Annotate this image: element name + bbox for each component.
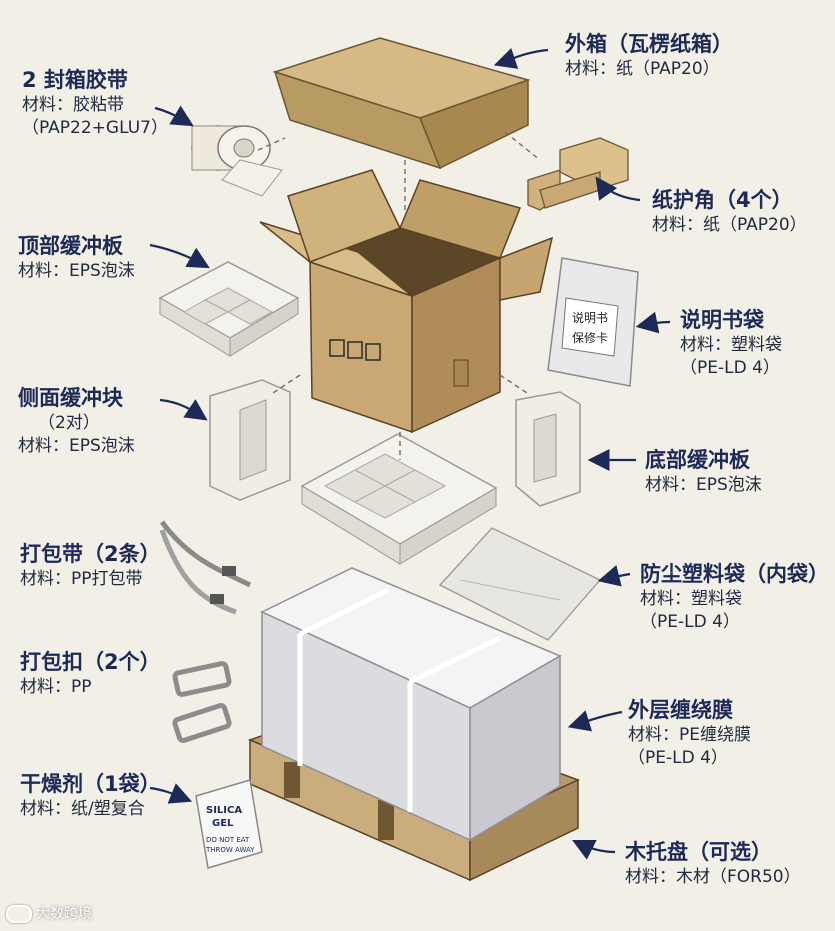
top-cushion-material: 材料：EPS泡沫 <box>18 261 135 282</box>
manual-text-1: 说明书 <box>572 310 608 325</box>
tape-roll <box>191 125 283 197</box>
buckle-material: 材料：PP <box>20 677 92 698</box>
manual-bag-material-code: （PE-LD 4） <box>680 358 780 379</box>
desiccant-title: 干燥剂（1袋） <box>20 772 161 796</box>
label-manual-bag: 说明书袋 材料：塑料袋 （PE-LD 4） <box>680 306 782 380</box>
stretch-film-material-code: （PE-LD 4） <box>628 748 728 769</box>
label-corner-protector: 纸护角（4个） 材料：纸（PAP20） <box>652 186 807 237</box>
callout-arrows <box>149 47 671 860</box>
label-stretch-film: 外层缠绕膜 材料：PE缠绕膜 （PE-LD 4） <box>628 696 751 770</box>
label-buckle: 打包扣（2个） 材料：PP <box>20 648 161 699</box>
manual-bag-material: 材料：塑料袋 <box>680 335 782 356</box>
straps <box>159 520 252 615</box>
watermark-text: 大数跨境 <box>36 906 92 922</box>
tape-material: 材料：胶粘带 <box>22 95 124 116</box>
dashed-guides <box>257 131 541 460</box>
pallet-title: 木托盘（可选） <box>625 840 772 864</box>
top-cushion-board <box>158 261 300 357</box>
manual-bag-title: 说明书袋 <box>680 308 764 332</box>
desiccant-packet: SILICA GEL DO NOT EAT THROW AWAY <box>195 779 263 869</box>
strap-material: 材料：PP打包带 <box>20 569 143 590</box>
silica-text-4: THROW AWAY <box>205 846 255 854</box>
buckles <box>172 661 232 743</box>
side-block-right <box>515 391 581 507</box>
bottom-cushion-board <box>300 433 498 565</box>
watermark-logo-icon <box>6 905 32 923</box>
tape-title: 2 封箱胶带 <box>22 68 128 92</box>
dust-bag-material-code: （PE-LD 4） <box>640 612 740 633</box>
side-block-title: 侧面缓冲块 <box>18 386 123 410</box>
wrapped-pallet-load <box>247 567 580 882</box>
label-top-cushion: 顶部缓冲板 材料：EPS泡沫 <box>18 232 135 283</box>
dust-bag-material: 材料：塑料袋 <box>640 589 742 610</box>
label-dust-bag: 防尘塑料袋（内袋） 材料：塑料袋 （PE-LD 4） <box>640 560 829 634</box>
watermark: 大数跨境 <box>6 903 92 923</box>
silica-text-2: GEL <box>212 818 234 829</box>
manual-bag: 说明书 保修卡 <box>547 257 639 387</box>
corner-material: 材料：纸（PAP20） <box>652 215 807 236</box>
side-block-material: 材料：EPS泡沫 <box>18 436 135 457</box>
tape-material-code: （PAP22+GLU7） <box>22 118 168 139</box>
bottom-cushion-title: 底部缓冲板 <box>645 448 750 472</box>
side-block-left <box>209 379 291 501</box>
label-desiccant: 干燥剂（1袋） 材料：纸/塑复合 <box>20 770 161 821</box>
corner-title: 纸护角（4个） <box>652 188 793 212</box>
manual-text-2: 保修卡 <box>572 330 608 345</box>
open-cardboard-box <box>259 169 554 434</box>
stretch-film-title: 外层缠绕膜 <box>628 698 733 722</box>
buckle-title: 打包扣（2个） <box>20 650 161 674</box>
side-block-count: （2对） <box>38 413 100 434</box>
label-outer-box: 外箱（瓦楞纸箱） 材料：纸（PAP20） <box>565 30 733 81</box>
label-pallet: 木托盘（可选） 材料：木材（FOR50） <box>625 838 801 889</box>
label-strap: 打包带（2条） 材料：PP打包带 <box>20 540 161 591</box>
strap-title: 打包带（2条） <box>20 542 161 566</box>
silica-text-3: DO NOT EAT <box>206 836 250 844</box>
silica-text-1: SILICA <box>206 805 242 816</box>
top-cushion-title: 顶部缓冲板 <box>18 234 123 258</box>
label-side-block: 侧面缓冲块 （2对） 材料：EPS泡沫 <box>18 384 135 458</box>
label-bottom-cushion: 底部缓冲板 材料：EPS泡沫 <box>645 446 762 497</box>
outer-box-lid <box>272 37 531 170</box>
stretch-film-material: 材料：PE缠绕膜 <box>628 725 751 746</box>
pallet-material: 材料：木材（FOR50） <box>625 867 801 888</box>
outer-box-title: 外箱（瓦楞纸箱） <box>565 32 733 56</box>
desiccant-material: 材料：纸/塑复合 <box>20 799 145 820</box>
dust-bag-title: 防尘塑料袋（内袋） <box>640 562 829 586</box>
bottom-cushion-material: 材料：EPS泡沫 <box>645 475 762 496</box>
label-tape: 2 封箱胶带 材料：胶粘带 （PAP22+GLU7） <box>22 66 168 140</box>
corner-protectors <box>527 137 629 211</box>
outer-box-material: 材料：纸（PAP20） <box>565 59 720 80</box>
